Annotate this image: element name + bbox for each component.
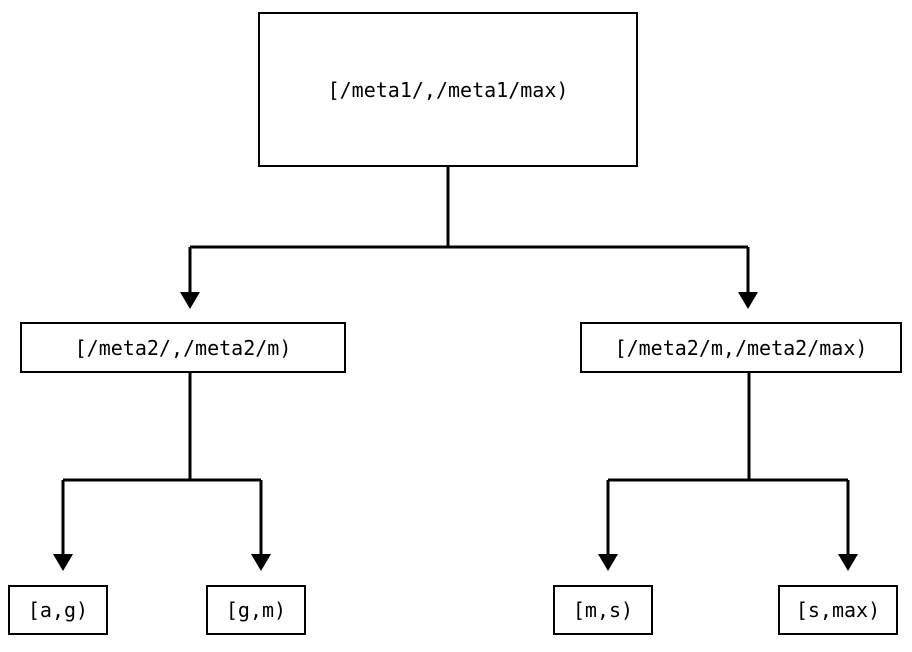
tree-node-mid-left-label: [/meta2/,/meta2/m): [74, 335, 292, 360]
arrowhead-to-leaf-1: [251, 554, 271, 571]
tree-node-leaf: [m,s): [553, 585, 653, 635]
tree-node-root: [/meta1/,/meta1/max): [258, 12, 638, 167]
tree-node-leaf-label: [g,m): [225, 598, 287, 622]
arrowhead-to-mid-left: [180, 292, 200, 309]
arrowhead-to-mid-right: [738, 292, 758, 309]
tree-node-leaf: [a,g): [8, 585, 108, 635]
arrowhead-to-leaf-2: [598, 554, 618, 571]
tree-node-leaf: [g,m): [206, 585, 306, 635]
tree-node-root-label: [/meta1/,/meta1/max): [327, 77, 569, 102]
tree-node-mid-right-label: [/meta2/m,/meta2/max): [614, 335, 868, 360]
arrowhead-to-leaf-3: [838, 554, 858, 571]
tree-node-mid-left: [/meta2/,/meta2/m): [20, 322, 346, 373]
tree-node-leaf-label: [m,s): [572, 598, 634, 622]
tree-node-leaf: [s,max): [778, 585, 898, 635]
arrowhead-to-leaf-0: [53, 554, 73, 571]
tree-node-mid-right: [/meta2/m,/meta2/max): [580, 322, 902, 373]
tree-node-leaf-label: [a,g): [27, 598, 89, 622]
tree-node-leaf-label: [s,max): [795, 598, 881, 622]
